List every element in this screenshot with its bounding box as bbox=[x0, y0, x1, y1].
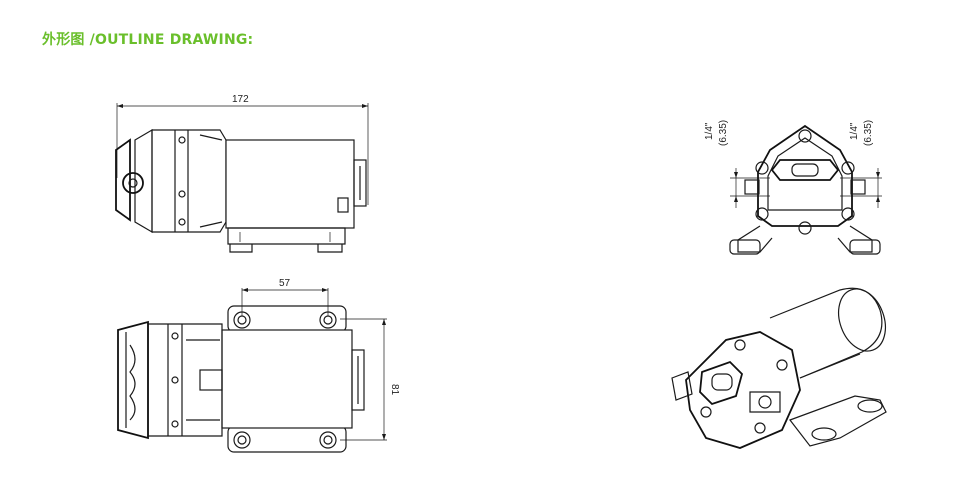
length-dimension-label: 172 bbox=[232, 94, 249, 105]
right-port-size-label: 1/4" bbox=[849, 122, 860, 140]
right-port-metric-label: (6.35) bbox=[863, 120, 874, 146]
side-view: 172 bbox=[115, 94, 369, 253]
width-dimension-label: 81 bbox=[389, 384, 400, 396]
left-port-metric-label: (6.35) bbox=[718, 120, 729, 146]
left-port-size-label: 1/4" bbox=[704, 122, 715, 140]
page-title: 外形图 /OUTLINE DRAWING: bbox=[42, 32, 254, 48]
front-view: 1/4" (6.35) 1/4" (6.35) bbox=[704, 120, 882, 255]
isometric-view bbox=[671, 287, 887, 449]
top-view: 57 81 bbox=[117, 278, 400, 453]
hole-spacing-dimension-label: 57 bbox=[279, 278, 291, 289]
